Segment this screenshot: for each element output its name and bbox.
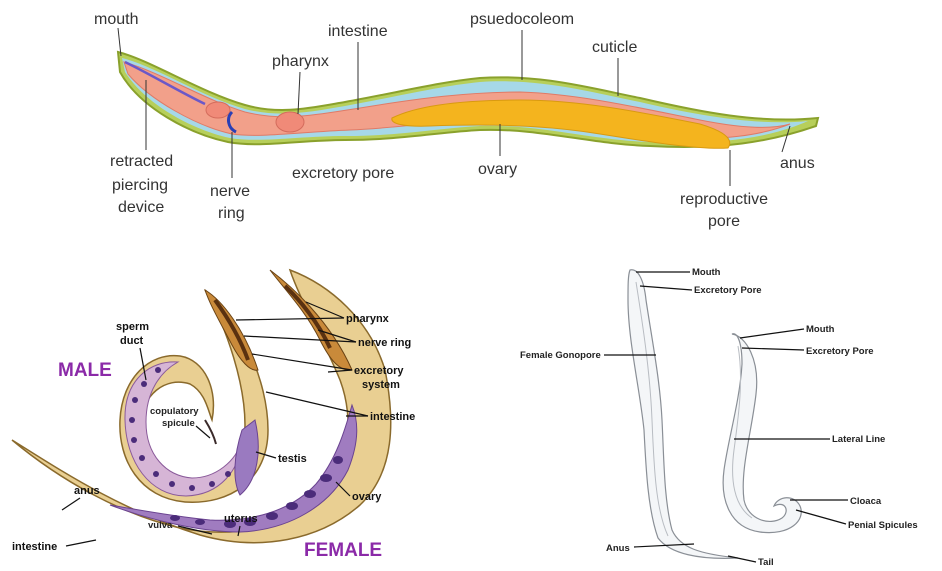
label-retracted: retracted: [110, 153, 173, 170]
label-uterus: uterus: [224, 513, 258, 525]
label-reproductive: reproductive: [680, 191, 768, 208]
label-excretory-pore-male: Excretory Pore: [806, 346, 874, 357]
label-pharynx: pharynx: [272, 53, 329, 70]
label-duct: duct: [120, 335, 144, 347]
line-drawing-diagram: [628, 270, 801, 559]
label-penial-spicules: Penial Spicules: [848, 520, 918, 531]
label-testis: testis: [278, 453, 307, 465]
male-testis: [235, 420, 258, 495]
label-female-gonopore: Female Gonopore: [520, 350, 601, 361]
label-device: device: [118, 199, 164, 216]
label-cuticle: cuticle: [592, 39, 637, 56]
worm-anterior-bulb: [206, 102, 230, 118]
worm-pharynx-bulb: [276, 112, 304, 132]
label-ring: ring: [218, 205, 245, 222]
label-nerve-ring-left: nerve ring: [358, 337, 411, 349]
label-anus: anus: [780, 155, 815, 172]
label-lateral-line: Lateral Line: [832, 434, 885, 445]
label-cloaca: Cloaca: [850, 496, 882, 507]
label-ovary: ovary: [478, 161, 517, 178]
top-worm-diagram: [118, 52, 818, 148]
male-spicule: [205, 420, 216, 444]
label-anus-right: Anus: [606, 543, 630, 554]
label-system: system: [362, 379, 400, 391]
label-pharynx-left: pharynx: [346, 313, 390, 325]
label-excretory: excretory: [354, 365, 404, 377]
label-spicule: spicule: [162, 418, 195, 429]
label-intestine: intestine: [328, 23, 388, 40]
label-copulatory: copulatory: [150, 406, 199, 417]
male-female-diagram: [12, 270, 391, 543]
label-male: MALE: [58, 360, 112, 381]
label-sperm: sperm: [116, 321, 149, 333]
label-intestine-left: intestine: [370, 411, 415, 423]
female-worm-outline: [628, 270, 738, 559]
label-mouth-male: Mouth: [806, 324, 835, 335]
male-head: [205, 290, 258, 370]
label-anus-left: anus: [74, 485, 100, 497]
label-excretory-pore: excretory pore: [292, 165, 394, 182]
label-mouth: mouth: [94, 11, 138, 28]
line-drawing-labels: Mouth Excretory Pore Female Gonopore Mou…: [520, 267, 918, 568]
label-nerve: nerve: [210, 183, 250, 200]
label-tail: Tail: [758, 557, 774, 568]
label-pore: pore: [708, 213, 740, 230]
label-excretory-pore-female: Excretory Pore: [694, 285, 762, 296]
label-female: FEMALE: [304, 540, 382, 561]
label-piercing: piercing: [112, 177, 168, 194]
label-mouth-female: Mouth: [692, 267, 721, 278]
label-psuedocoleom: psuedocoleom: [470, 11, 574, 28]
label-ovary-left: ovary: [352, 491, 382, 503]
label-intestine-bottom: intestine: [12, 541, 57, 553]
label-vulva: vulva: [148, 520, 173, 531]
male-worm-outline: [723, 334, 801, 533]
